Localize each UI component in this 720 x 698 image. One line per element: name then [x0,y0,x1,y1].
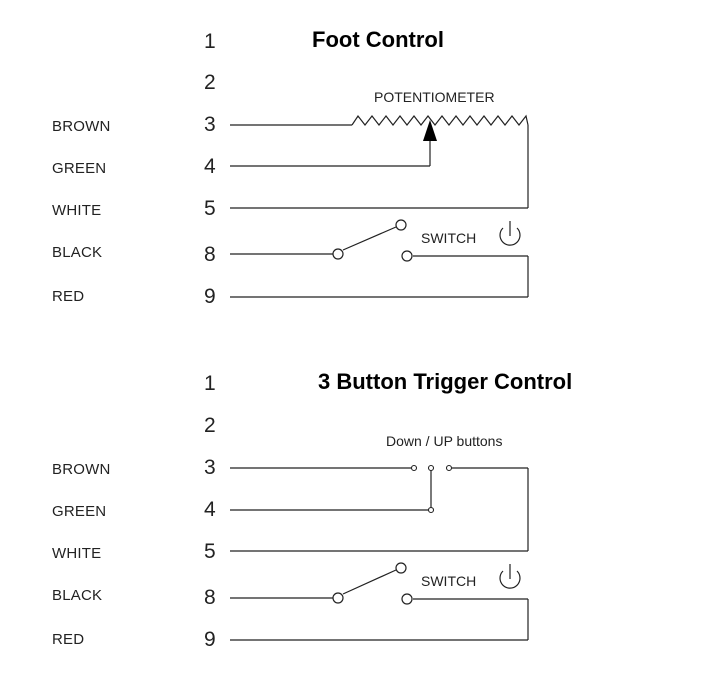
foot-control-title: Foot Control [312,27,444,52]
power-icon [499,564,521,589]
wire-label-brown: BROWN [52,118,111,135]
pin-label: 1 [204,372,216,395]
pin-label: 2 [204,71,216,94]
pin-label: 2 [204,414,216,437]
wire-label-brown: BROWN [52,461,111,478]
switch-lever [342,226,397,251]
pin-label: 9 [204,628,216,651]
button-contact [427,506,435,514]
pin-label: 5 [204,197,216,220]
pin-label: 4 [204,498,216,521]
switch-contact [395,562,407,574]
pin-label: 5 [204,540,216,563]
power-icon [499,221,521,246]
switch-label: SWITCH [421,573,477,589]
wiper-arrow [423,120,437,141]
wire-label-white: WHITE [52,202,102,219]
pin-label: 1 [204,30,216,53]
pin-label: 3 [204,113,216,136]
switch-contact [332,248,344,260]
switch-lever [342,569,397,595]
trigger-control-title: 3 Button Trigger Control [318,369,573,394]
wire-label-green: GREEN [52,503,107,520]
pin-label: 4 [204,155,216,178]
potentiometer-label: POTENTIOMETER [374,89,495,105]
wire-label-black: BLACK [52,587,103,604]
wire-label-white: WHITE [52,545,102,562]
wire-label-black: BLACK [52,244,103,261]
button-contact [427,464,435,472]
switch-label: SWITCH [421,230,477,246]
wire-label-green: GREEN [52,160,107,177]
switch-contact [401,250,413,262]
pin-label: 8 [204,586,216,609]
wire-label-red: RED [52,288,85,305]
switch-contact [395,219,407,231]
wire-label-red: RED [52,631,85,648]
pin-label: 9 [204,285,216,308]
button-contact [410,464,418,472]
potentiometer-resistor [351,114,529,126]
pin-label: 3 [204,456,216,479]
buttons-label: Down / UP buttons [386,433,503,449]
switch-contact [401,593,413,605]
pin-label: 8 [204,243,216,266]
button-contact [445,464,453,472]
switch-contact [332,592,344,604]
